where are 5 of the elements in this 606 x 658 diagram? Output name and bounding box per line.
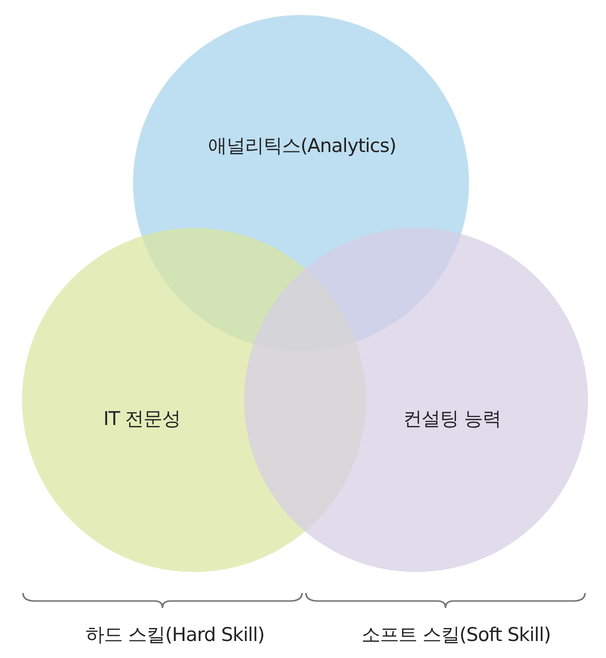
circle-label: 애널리틱스(Analytics): [208, 134, 396, 159]
brace-label: 하드 스킬(Hard Skill): [86, 623, 264, 648]
brace-label: 소프트 스킬(Soft Skill): [361, 623, 551, 648]
circle-label: 컨설팅 능력: [402, 407, 502, 432]
circle-label: IT 전문성: [103, 407, 181, 432]
